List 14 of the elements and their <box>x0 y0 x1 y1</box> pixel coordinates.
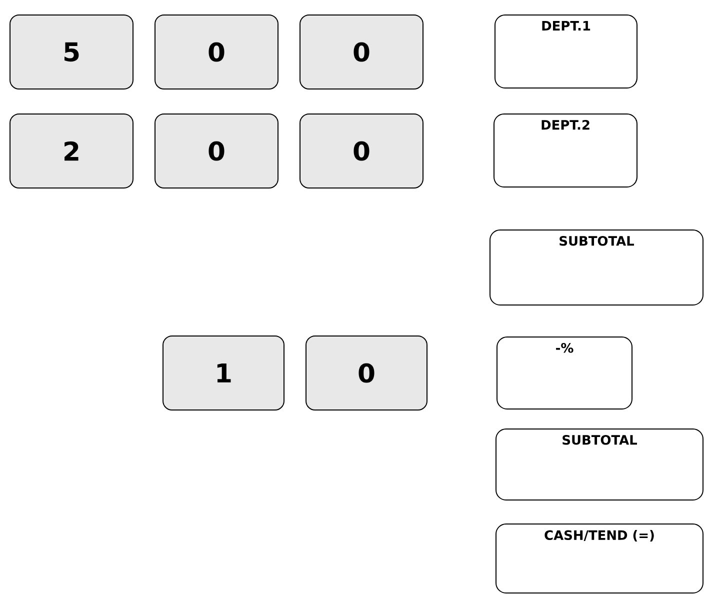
number-key: 2 <box>10 114 134 188</box>
number-key: 1 <box>162 336 284 410</box>
function-key: DEPT.1 <box>494 14 638 88</box>
function-key: -% <box>496 336 632 410</box>
function-key: CASH/TEND (=) <box>496 524 704 594</box>
function-key: SUBTOTAL <box>490 230 704 306</box>
number-key: 0 <box>300 114 424 188</box>
function-key: DEPT.2 <box>494 114 638 188</box>
number-key: 5 <box>10 14 134 90</box>
number-key: 0 <box>306 336 428 410</box>
number-key: 0 <box>300 14 424 90</box>
number-key: 0 <box>154 114 278 188</box>
number-key: 0 <box>154 14 278 90</box>
function-key: SUBTOTAL <box>496 428 704 500</box>
